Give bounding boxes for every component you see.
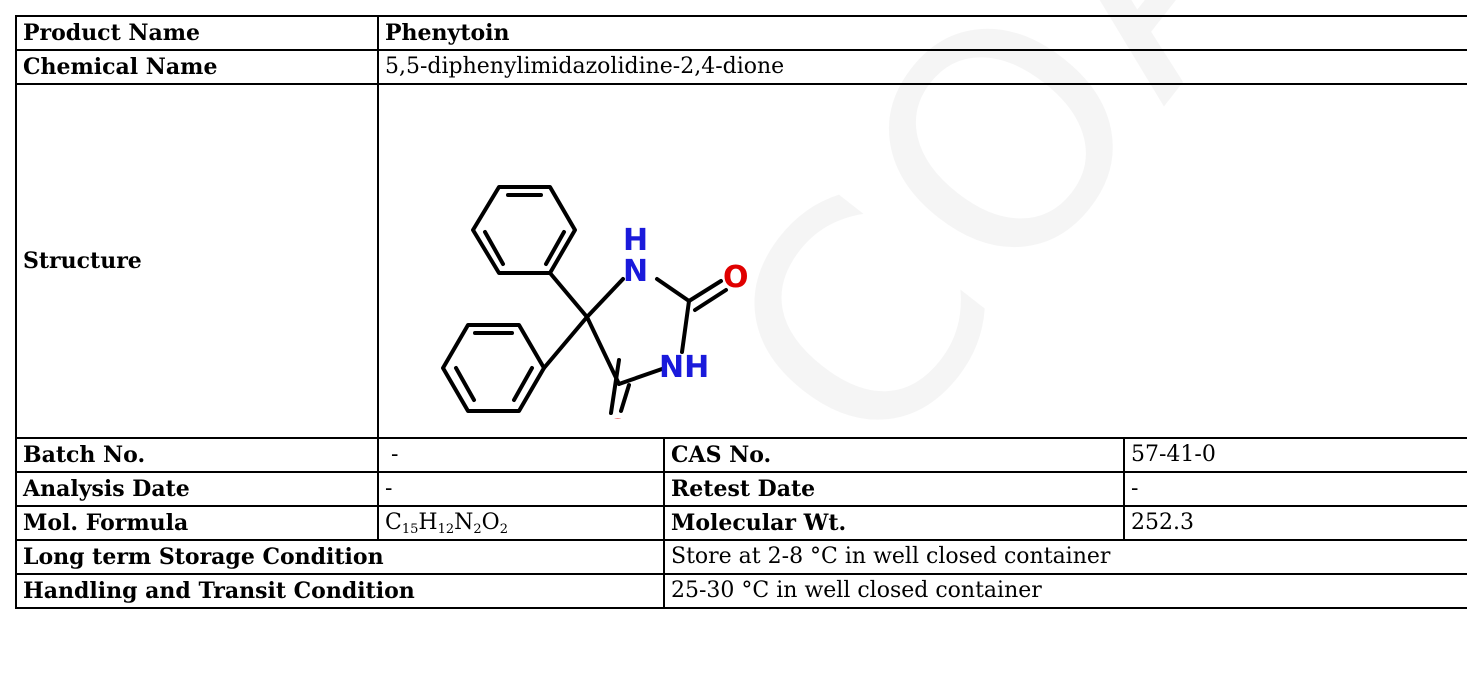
formula-c-count: 15 <box>401 522 419 537</box>
formula-n-count: 2 <box>473 522 482 537</box>
analysis-date-label: Analysis Date <box>15 471 379 507</box>
structure-cell: H N O NH O <box>377 83 1467 439</box>
row-formula: Mol. Formula C15H12N2O2 Molecular Wt. 25… <box>15 505 1467 541</box>
handling-condition-value: 25-30 °C in well closed container <box>663 573 1467 609</box>
formula-o-count: 2 <box>499 522 508 537</box>
formula-h-count: 12 <box>437 522 455 537</box>
molecular-wt-label: Molecular Wt. <box>663 505 1125 541</box>
chemical-name-value: 5,5-diphenylimidazolidine-2,4-dione <box>377 49 1467 85</box>
storage-condition-value: Store at 2-8 °C in well closed container <box>663 539 1467 575</box>
batch-no-label: Batch No. <box>15 437 379 473</box>
cas-no-label: CAS No. <box>663 437 1125 473</box>
formula-o: O <box>481 510 500 535</box>
structure-image: H N O NH O <box>441 185 749 419</box>
coa-table: Product Name Phenytoin Chemical Name 5,5… <box>15 15 1467 609</box>
formula-c: C <box>385 510 402 535</box>
row-batch: Batch No. - CAS No. 57-41-0 <box>15 437 1467 473</box>
molecular-wt-value: 252.3 <box>1123 505 1467 541</box>
batch-no-value: - <box>377 437 665 473</box>
retest-date-value: - <box>1123 471 1467 507</box>
cas-no-value: 57-41-0 <box>1123 437 1467 473</box>
atom-o-bottom: O <box>605 414 631 419</box>
atom-h-top: H <box>623 223 648 258</box>
formula-h: H <box>418 510 438 535</box>
row-analysis: Analysis Date - Retest Date - <box>15 471 1467 507</box>
handling-condition-label: Handling and Transit Condition <box>15 573 665 609</box>
formula-n: N <box>454 510 474 535</box>
row-storage: Long term Storage Condition Store at 2-8… <box>15 539 1467 575</box>
atom-n-top: N <box>623 254 648 289</box>
retest-date-label: Retest Date <box>663 471 1125 507</box>
product-name-label: Product Name <box>15 15 379 51</box>
mol-formula-label: Mol. Formula <box>15 505 379 541</box>
structure-label: Structure <box>15 83 379 439</box>
chemical-name-label: Chemical Name <box>15 49 379 85</box>
row-structure: Structure <box>15 83 1467 439</box>
product-name-value: Phenytoin <box>377 15 1467 51</box>
atom-o-right: O <box>723 260 749 295</box>
mol-formula-value: C15H12N2O2 <box>377 505 665 541</box>
row-chemical-name: Chemical Name 5,5-diphenylimidazolidine-… <box>15 49 1467 85</box>
atom-nh-mid: NH <box>659 350 709 385</box>
row-handling: Handling and Transit Condition 25-30 °C … <box>15 573 1467 609</box>
storage-condition-label: Long term Storage Condition <box>15 539 665 575</box>
row-product-name: Product Name Phenytoin <box>15 15 1467 51</box>
analysis-date-value: - <box>377 471 665 507</box>
